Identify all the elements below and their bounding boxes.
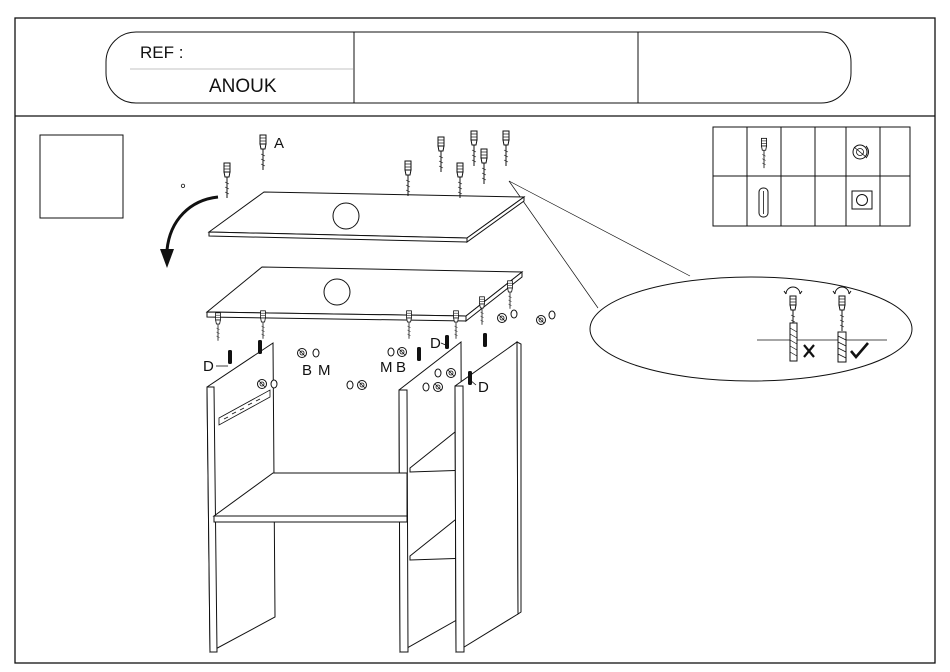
callout-part-a: A <box>274 135 284 152</box>
callout-part-b-left: B <box>302 362 312 379</box>
hardware-legend <box>713 127 910 226</box>
callout-part-b-mid: B <box>396 359 406 376</box>
rotate-mark: ° <box>180 181 186 198</box>
top-panel-upper <box>209 192 524 242</box>
wooden-dowel-icon <box>759 188 768 217</box>
ref-label: REF : <box>140 43 183 62</box>
model-name: ANOUK <box>209 76 277 97</box>
top-screws <box>224 131 509 198</box>
callout-part-m-mid: M <box>380 359 393 376</box>
cover-cap-icon <box>852 191 872 209</box>
middle-panel <box>399 342 462 652</box>
callout-part-m-left: M <box>318 362 331 379</box>
header-box: REF : ANOUK <box>106 32 851 103</box>
callout-part-d-right: D <box>478 379 489 396</box>
step-number-box <box>40 135 123 218</box>
callout-part-d-mid: D <box>430 335 441 352</box>
callout-part-d-left: D <box>203 358 214 375</box>
top-panel-lower <box>207 267 522 321</box>
